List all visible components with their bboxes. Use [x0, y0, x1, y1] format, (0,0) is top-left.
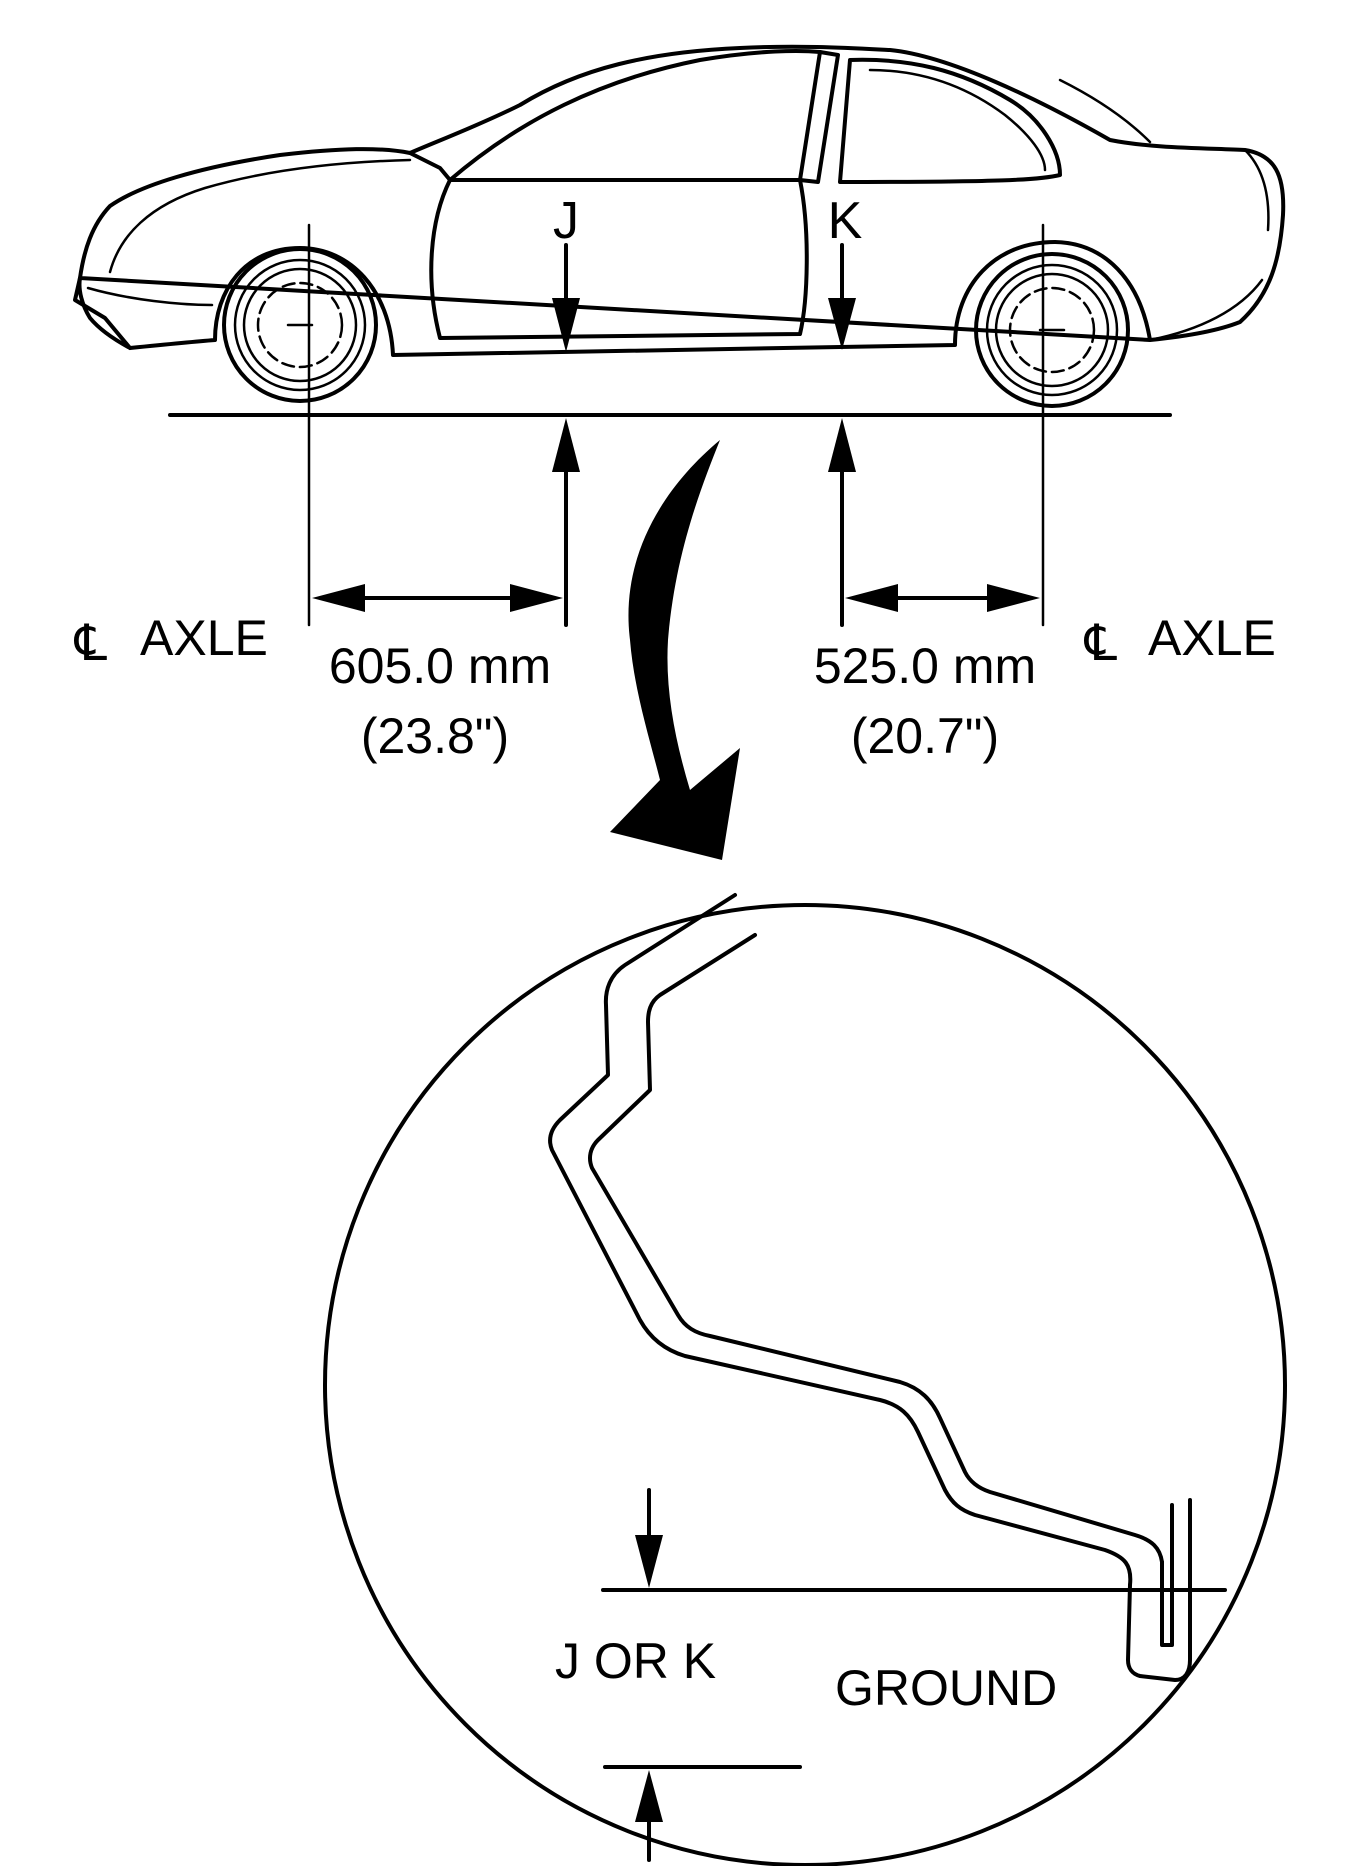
rear-tire: [974, 252, 1130, 408]
detail-measure-label: J OR K: [555, 1633, 716, 1689]
rear-hub: [1008, 286, 1096, 374]
rear-body-line: [1148, 278, 1264, 342]
detail-callout-arrow: [610, 440, 740, 860]
point-j-marker: [552, 243, 580, 627]
sill-profile-inner: [588, 933, 1164, 1564]
door-sill: [391, 343, 957, 357]
detail-view: J OR K GROUND: [323, 893, 1287, 1866]
front-bumper: [73, 276, 132, 350]
front-dimension-arrow: [312, 584, 563, 612]
front-tire: [222, 247, 378, 403]
front-door-window: [448, 48, 822, 182]
rear-wheel: [974, 252, 1130, 408]
rear-window-inner: [868, 68, 1047, 172]
b-pillar: [798, 50, 840, 184]
axle-right-symbol: ℄: [1083, 615, 1117, 671]
rear-window-edge: [1058, 78, 1152, 144]
door-outline: [429, 178, 809, 340]
point-j-label: J: [553, 192, 579, 250]
axle-left-label: AXLE: [140, 610, 268, 666]
hood-crease: [108, 158, 412, 274]
point-k-marker: [828, 243, 856, 627]
sill-profile-outer: [548, 893, 1133, 1587]
detail-bottom-arrowhead: [635, 1770, 663, 1822]
point-k-label: K: [828, 192, 863, 250]
rear-quarter-window: [838, 57, 1062, 184]
axle-left-symbol: ℄: [73, 615, 107, 671]
front-distance-mm: 605.0 mm: [329, 638, 551, 694]
headlight: [86, 286, 214, 307]
rear-dimension-arrow: [845, 584, 1040, 612]
axle-right-label: AXLE: [1148, 610, 1276, 666]
rear-distance-mm: 525.0 mm: [814, 638, 1036, 694]
front-distance-in: (23.8"): [361, 708, 509, 764]
pinch-weld-flange: [1126, 1498, 1192, 1682]
detail-top-arrowhead: [635, 1535, 663, 1588]
detail-circle: [323, 903, 1287, 1866]
rear-distance-in: (20.7"): [851, 708, 999, 764]
car-side-view: [73, 44, 1286, 357]
front-rim: [242, 267, 358, 383]
pinch-weld-inner: [1160, 1503, 1174, 1647]
front-wheel: [222, 247, 378, 403]
rear-rim: [994, 272, 1110, 388]
windshield: [408, 151, 452, 182]
front-tire-inner: [233, 258, 367, 392]
detail-ground-label: GROUND: [835, 1660, 1057, 1716]
rear-tire-inner: [985, 263, 1119, 397]
front-hub: [256, 281, 344, 369]
tail-light: [1243, 148, 1270, 232]
